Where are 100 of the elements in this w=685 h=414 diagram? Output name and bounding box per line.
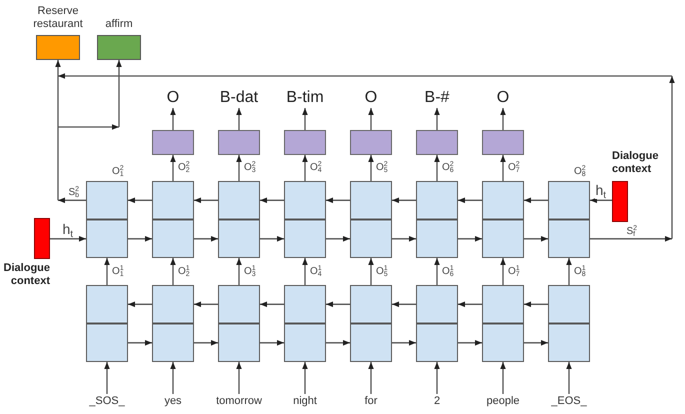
- arrow: [170, 108, 176, 130]
- arrow: [434, 258, 440, 285]
- arrow: [590, 198, 612, 204]
- arrow: [368, 108, 374, 130]
- arrow: [170, 362, 176, 394]
- arrow: [500, 362, 506, 394]
- output-box: [152, 130, 194, 155]
- arrow: [50, 236, 86, 242]
- arrow: [368, 362, 374, 394]
- arrow: [128, 198, 152, 204]
- recurrent-cell: [416, 285, 458, 362]
- arrow: [236, 258, 242, 285]
- arrow: [128, 340, 152, 346]
- arrow: [104, 362, 110, 394]
- arrow: [260, 198, 284, 204]
- intent-label: affirm: [105, 18, 133, 31]
- arrow: [524, 302, 548, 308]
- arrow: [236, 108, 242, 130]
- arrow: [458, 302, 482, 308]
- arrow: [368, 258, 374, 285]
- recurrent-cell: [482, 181, 524, 258]
- arrow: [392, 236, 416, 242]
- tag-label: B-#: [424, 88, 450, 108]
- arrow: [58, 124, 119, 130]
- arrow: [566, 258, 572, 285]
- context-label: Dialogue context: [2, 262, 50, 288]
- intent-label: Reserve restaurant: [32, 5, 84, 31]
- arrow: [116, 60, 122, 127]
- arrow: [669, 76, 675, 239]
- arrow: [524, 236, 548, 242]
- arrow: [260, 340, 284, 346]
- arrow: [566, 362, 572, 394]
- recurrent-cell: [548, 285, 590, 362]
- recurrent-cell: [284, 285, 326, 362]
- output-box: [416, 130, 458, 155]
- input-token: people: [486, 394, 520, 409]
- arrow: [260, 302, 284, 308]
- arrow: [326, 340, 350, 346]
- recurrent-cell: [152, 285, 194, 362]
- input-token: tomorrow: [216, 394, 262, 409]
- arrow: [500, 155, 506, 181]
- input-token: night: [293, 394, 317, 409]
- output-box: [350, 130, 392, 155]
- arrow: [236, 362, 242, 394]
- arrow: [458, 236, 482, 242]
- arrow: [500, 108, 506, 130]
- arrow: [524, 340, 548, 346]
- recurrent-cell: [218, 285, 260, 362]
- arrow: [524, 198, 548, 204]
- arrow: [500, 258, 506, 285]
- recurrent-cell: [218, 181, 260, 258]
- recurrent-cell: [86, 285, 128, 362]
- arrow: [392, 340, 416, 346]
- arrow: [128, 302, 152, 308]
- arrow: [194, 236, 218, 242]
- arrow: [434, 362, 440, 394]
- arrow: [104, 258, 110, 285]
- recurrent-cell: [482, 285, 524, 362]
- recurrent-cell: [548, 181, 590, 258]
- arrow: [128, 236, 152, 242]
- arrow: [236, 155, 242, 181]
- arrow: [458, 198, 482, 204]
- input-token: for: [364, 394, 378, 409]
- edge-label: h$_{t}$: [62, 220, 74, 238]
- output-box: [482, 130, 524, 155]
- arrow: [434, 108, 440, 130]
- arrow: [170, 258, 176, 285]
- arrow: [392, 198, 416, 204]
- recurrent-cell: [416, 181, 458, 258]
- arrow: [58, 198, 86, 204]
- arrow: [302, 362, 308, 394]
- arrow: [434, 155, 440, 181]
- input-token: _EOS_: [551, 394, 587, 409]
- arrow: [590, 236, 672, 242]
- arrow: [58, 73, 672, 79]
- recurrent-cell: [350, 181, 392, 258]
- recurrent-cell: [86, 181, 128, 258]
- arrow: [326, 236, 350, 242]
- input-token: 2: [434, 394, 440, 409]
- arrow: [326, 198, 350, 204]
- tag-label: O: [496, 88, 510, 108]
- input-token: _SOS_: [89, 394, 125, 409]
- arrow: [194, 340, 218, 346]
- arrow: [458, 340, 482, 346]
- tag-label: B-tim: [286, 88, 324, 108]
- edge-label: h$_{t}$: [594, 182, 608, 200]
- arrow: [302, 108, 308, 130]
- input-token: yes: [164, 394, 182, 409]
- arrow: [302, 258, 308, 285]
- arrow: [302, 155, 308, 181]
- recurrent-cell: [284, 181, 326, 258]
- output-box: [284, 130, 326, 155]
- arrow: [260, 236, 284, 242]
- arrow: [194, 302, 218, 308]
- arrow: [392, 302, 416, 308]
- arrow: [170, 155, 176, 181]
- recurrent-cell: [152, 181, 194, 258]
- context-label: Dialogue context: [612, 150, 660, 176]
- tag-label: B-dat: [220, 88, 258, 108]
- arrow: [194, 198, 218, 204]
